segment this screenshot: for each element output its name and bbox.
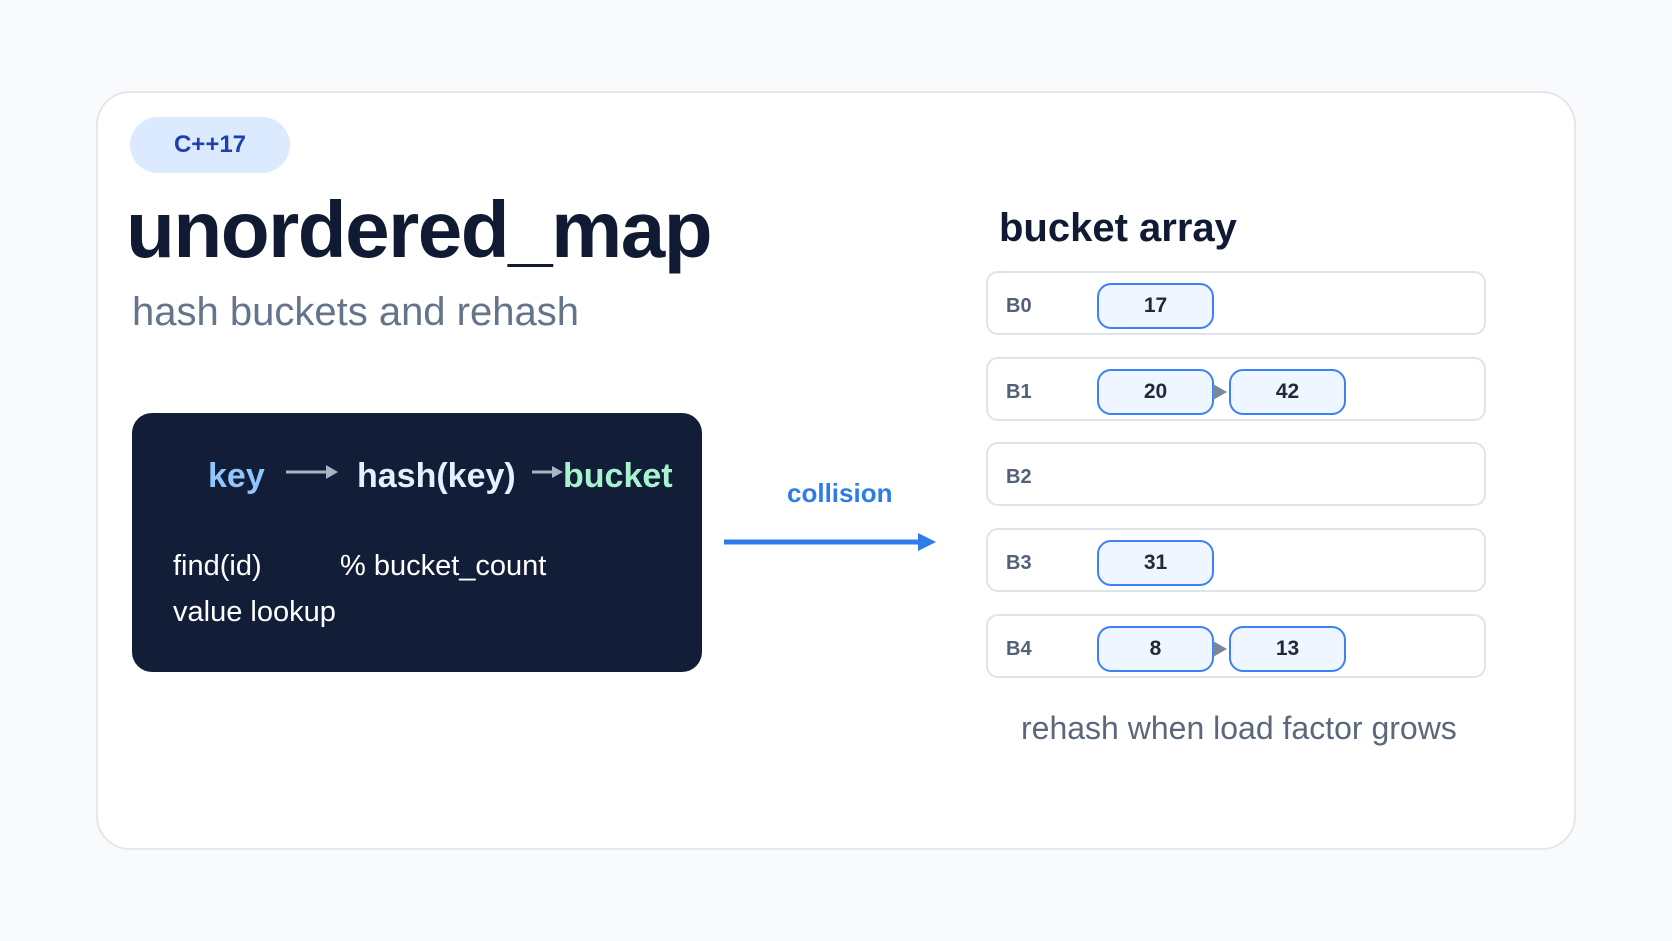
rehash-note: rehash when load factor grows — [1021, 710, 1457, 746]
bucket-label: B4 — [1006, 638, 1032, 660]
flow-key-label: key — [208, 457, 265, 495]
bucket-node: 8 — [1097, 626, 1214, 672]
hash-flow-panel — [132, 413, 702, 672]
bucket-row-b2: B2 — [986, 442, 1486, 506]
bucket-node: 13 — [1229, 626, 1346, 672]
bucket-row-b0: B0 17 — [986, 271, 1486, 335]
chain-link-arrow — [1213, 384, 1227, 400]
page-subtitle: hash buckets and rehash — [132, 290, 579, 334]
chain-link-arrow — [1213, 641, 1227, 657]
bucket-row-b4: B4 8 13 — [986, 614, 1486, 678]
bucket-node: 42 — [1229, 369, 1346, 415]
bucket-row-b3: B3 31 — [986, 528, 1486, 592]
bucket-label: B3 — [1006, 552, 1032, 574]
value-lookup-text: value lookup — [173, 596, 336, 628]
bucket-label: B0 — [1006, 295, 1032, 317]
flow-hash-label: hash(key) — [357, 457, 516, 495]
bucket-row-b1: B1 20 42 — [986, 357, 1486, 421]
bucket-array-heading: bucket array — [999, 206, 1237, 250]
collision-label: collision — [787, 478, 893, 508]
page-title: unordered_map — [126, 185, 713, 274]
bucket-node: 31 — [1097, 540, 1214, 586]
bucket-node: 20 — [1097, 369, 1214, 415]
find-call-text: find(id) — [173, 550, 262, 582]
modulo-text: % bucket_count — [340, 550, 547, 582]
flow-bucket-label: bucket — [563, 457, 673, 495]
bucket-node: 17 — [1097, 283, 1214, 329]
bucket-label: B2 — [1006, 466, 1032, 488]
bucket-label: B1 — [1006, 381, 1032, 403]
language-badge: C++17 — [130, 117, 290, 173]
